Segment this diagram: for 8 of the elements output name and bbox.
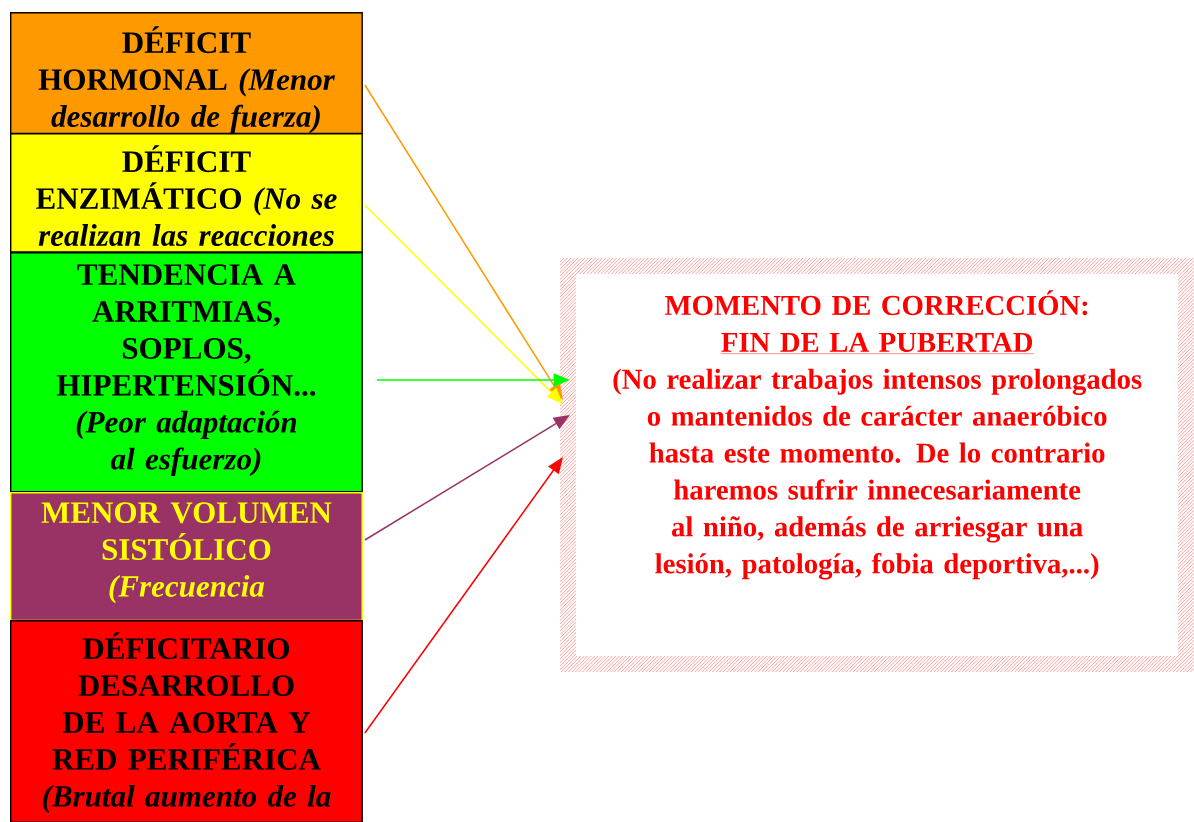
note-box: MOMENTO DE CORRECCIÓN: FIN DE LA PUBERTAD (No realizar trabajos intensos prolongados o mantenidos de carácter anaeróbico hasta este momento. De lo contrario haremos sufrir innecesariamente al niño, además de arriesgar una lesión, patología, fobia deportiva,...): [613, 290, 1142, 580]
text-box: TENDENCIA A ARRITMIAS, SOPLOS, HIPERTENSIÓN... (Peor adaptación al esfuerzo): [10, 252, 363, 493]
arrow: [364, 457, 563, 734]
arrow: [364, 204, 563, 404]
text-box: MENOR VOLUMEN SISTÓLICO (Frecuencia: [10, 492, 363, 622]
text-box: DÉFICIT HORMONAL (Menor desarrollo de fuerza): [10, 12, 363, 135]
text-box: DÉFICITARIO DESARROLLO DE LA AORTA Y RED PERIFÉRICA (Brutal aumento de la: [10, 620, 363, 822]
text-box: DÉFICIT ENZIMÁTICO (No se realizan las reacciones: [10, 133, 363, 253]
